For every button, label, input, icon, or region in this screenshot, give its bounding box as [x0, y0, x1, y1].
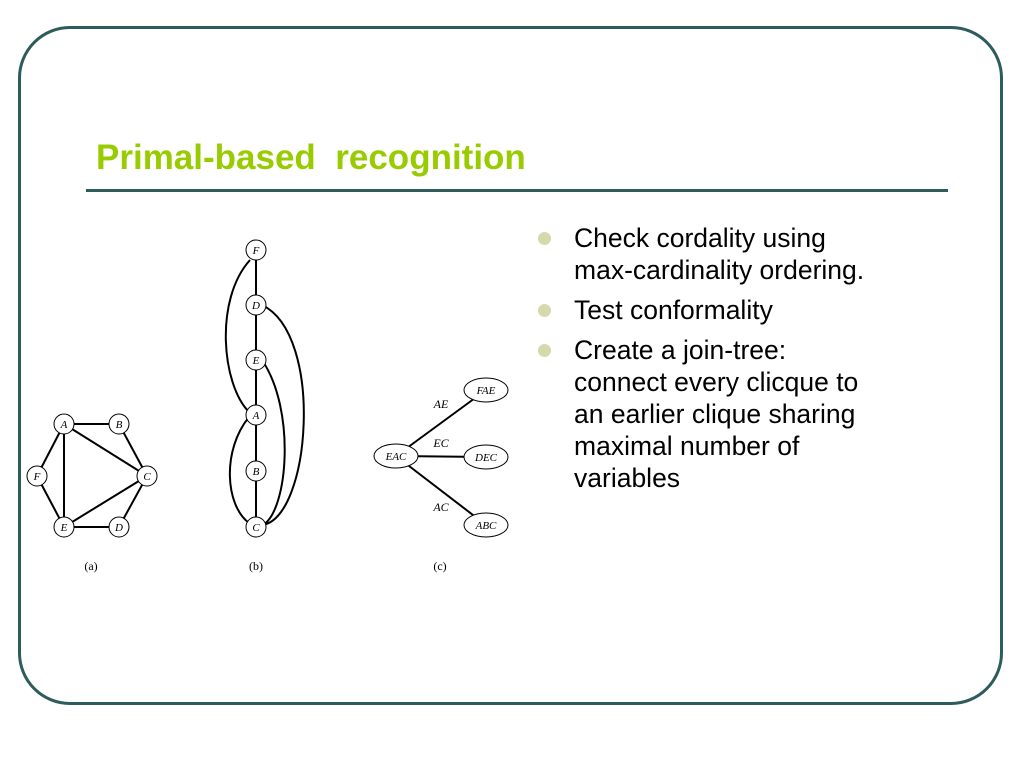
- bullet-list: Check cordality using max-cardinality or…: [538, 222, 958, 502]
- svg-text:ABC: ABC: [475, 520, 497, 532]
- bullet-item: Check cordality using max-cardinality or…: [538, 222, 958, 286]
- graph-b-caption: (b): [249, 559, 263, 573]
- bullet-item: Test conformality: [538, 294, 958, 326]
- svg-text:A: A: [252, 410, 260, 422]
- slide-frame: [18, 26, 1003, 705]
- svg-text:F: F: [33, 471, 41, 483]
- graph-b-node: C: [245, 516, 267, 538]
- graph-b-node: B: [245, 460, 267, 482]
- graph-c-caption: (c): [433, 559, 446, 573]
- svg-text:B: B: [253, 466, 260, 478]
- graph-c-node: FAE: [463, 377, 509, 403]
- graph-c-edge-label: AC: [432, 500, 449, 514]
- graph-c: EAC FAE DEC ABC AE EC AC (c): [373, 377, 509, 573]
- svg-text:DEC: DEC: [474, 452, 498, 464]
- bullet-text: Test conformality: [574, 295, 773, 325]
- graph-c-node: ABC: [463, 512, 509, 538]
- svg-text:E: E: [60, 522, 68, 534]
- graph-a-node: D: [108, 516, 130, 538]
- bullet-item: Create a join-tree: connect every clicqu…: [538, 334, 958, 494]
- bullet-dot-icon: [538, 232, 551, 245]
- graph-a-node: F: [26, 465, 48, 487]
- graph-a-node: A: [53, 413, 75, 435]
- bullet-text: Create a join-tree: connect every clicqu…: [574, 335, 859, 493]
- bullet-text: Check cordality using max-cardinality or…: [574, 223, 865, 285]
- svg-text:D: D: [114, 522, 123, 534]
- svg-text:EAC: EAC: [385, 451, 407, 463]
- graph-b-node: E: [245, 349, 267, 371]
- graph-a-node: C: [136, 465, 158, 487]
- graph-a-node: B: [108, 413, 130, 435]
- graph-c-edge-label: EC: [432, 436, 449, 450]
- svg-text:B: B: [116, 419, 123, 431]
- svg-text:F: F: [252, 245, 260, 257]
- graph-b-node: A: [245, 404, 267, 426]
- graph-b-edges: [224, 250, 305, 527]
- graph-a-edges: [36, 423, 148, 528]
- bullet-dot-icon: [538, 304, 551, 317]
- svg-text:D: D: [251, 300, 260, 312]
- graph-c-node: EAC: [373, 443, 419, 469]
- graph-c-node: DEC: [463, 444, 509, 470]
- graph-c-edge-label: AE: [433, 397, 449, 411]
- graph-a: A B C D E F (a): [26, 413, 158, 573]
- svg-text:A: A: [60, 419, 68, 431]
- svg-text:E: E: [252, 355, 260, 367]
- svg-text:C: C: [143, 471, 151, 483]
- svg-text:FAE: FAE: [476, 385, 496, 397]
- title-rule: [86, 189, 948, 192]
- graph-b: F D E A B C (b): [245, 239, 267, 573]
- svg-text:C: C: [252, 522, 260, 534]
- slide-title: Primal-based recognition: [96, 138, 526, 177]
- graph-a-node: E: [53, 516, 75, 538]
- bullet-dot-icon: [538, 344, 551, 357]
- graph-b-node: D: [245, 294, 267, 316]
- graph-b-node: F: [245, 239, 267, 261]
- graph-a-caption: (a): [84, 559, 97, 573]
